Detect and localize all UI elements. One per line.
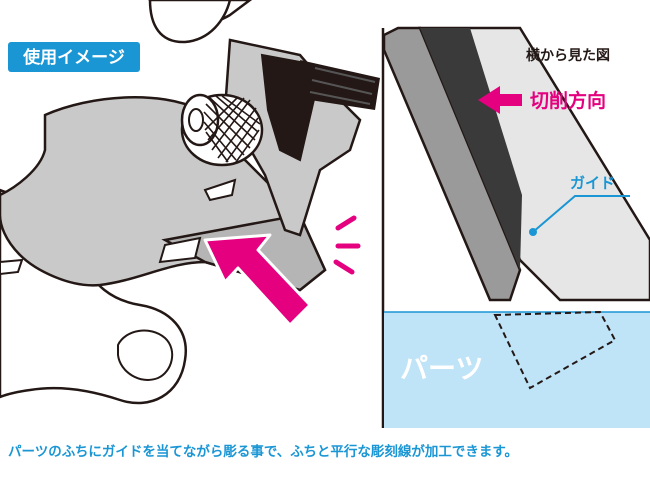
tool-blade-dark (260, 53, 317, 162)
tool-shaft (300, 60, 380, 110)
cut-direction-label: 切削方向 (530, 89, 606, 112)
knob-knurling (203, 95, 261, 163)
side-view-panel: 横から見た図 切削方向 ガイド パーツ (382, 26, 650, 428)
thumbnail (117, 329, 174, 381)
cut-direction-arrow-icon (478, 86, 522, 114)
side-blade-dark (420, 28, 522, 270)
side-blade (382, 26, 522, 302)
guide-slot (203, 178, 237, 202)
part-label: パーツ (400, 352, 483, 385)
caption: パーツのふちにガイドを当てながら彫る事で、ふちと平行な彫刻線が加工できます。 (8, 443, 518, 460)
hand-finger-upper (148, 0, 232, 44)
usage-badge-label: 使用イメージ (22, 47, 125, 68)
guide-notch (158, 236, 202, 264)
tool-shaft-ridge (309, 67, 376, 105)
cut-groove (493, 310, 617, 390)
guide-leader (532, 195, 630, 233)
guide-label: ガイド (570, 174, 615, 192)
push-arrow-icon (203, 233, 312, 327)
usage-illustration: 使用イメージ (0, 0, 380, 430)
usage-badge: 使用イメージ (8, 42, 140, 72)
knob-hole (188, 108, 204, 132)
part-block (384, 312, 650, 428)
impact-lines-icon (333, 215, 361, 275)
side-view-title: 横から見た図 (526, 47, 610, 64)
guide-notch-left (0, 258, 24, 276)
hand-palm-lower (0, 410, 130, 430)
guide-leader-dot (529, 228, 537, 236)
